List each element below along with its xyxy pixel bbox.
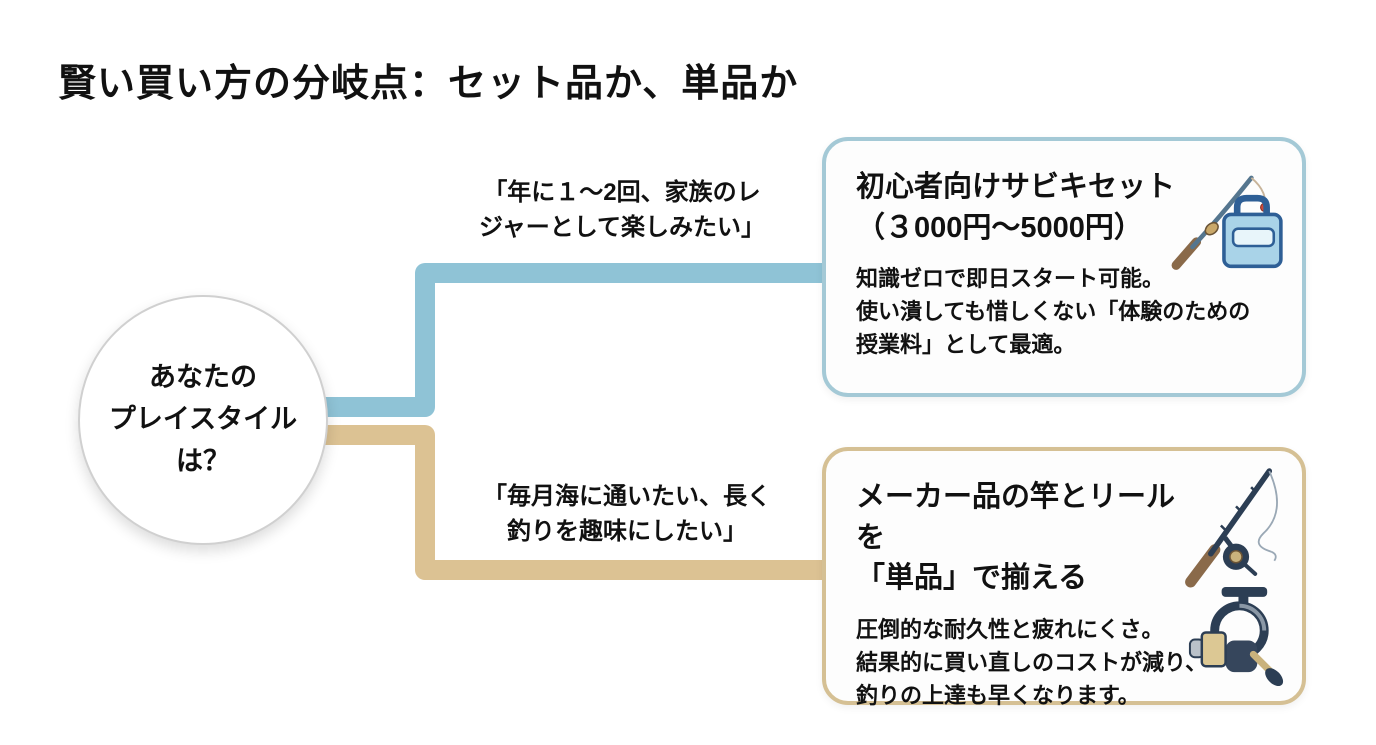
card-brand-tanpin-title: メーカー品の竿とリールを 「単品」で揃える bbox=[856, 481, 1176, 595]
card-beginner-set-title: 初心者向けサビキセット （３000円〜5000円） bbox=[856, 171, 1176, 244]
connector-top-branch bbox=[318, 263, 830, 417]
card-beginner-set-body: 知識ゼロで即日スタート可能。 使い潰しても惜しくない「体験のための 授業料」とし… bbox=[856, 266, 1251, 358]
card-beginner-set: 初心者向けサビキセット （３000円〜5000円） 知識ゼロで即日スタート可能。… bbox=[822, 137, 1306, 397]
decision-node-label: あなたの プレイスタイル は？ bbox=[108, 362, 298, 476]
connector-bottom-branch bbox=[318, 425, 830, 580]
card-brand-tanpin-body: 圧倒的な耐久性と疲れにくさ。 結果的に買い直しのコストが減り、 釣りの上達も早く… bbox=[856, 616, 1208, 708]
page-title: 賢い買い方の分岐点：セット品か、単品か bbox=[58, 63, 799, 105]
bottom-branch-condition-label: 「毎月海に通いたい、長く 釣りを趣味にしたい」 bbox=[483, 483, 771, 545]
spinning-reel-icon bbox=[1188, 586, 1284, 687]
card-brand-tanpin: メーカー品の竿とリールを 「単品」で揃える 圧倒的な耐久性と疲れにくさ。 結果的… bbox=[822, 447, 1306, 708]
fishing-rod-with-reel-icon bbox=[1185, 468, 1278, 588]
fishing-rod-and-bag-icon bbox=[1171, 175, 1283, 270]
top-branch-condition-label: 「年に１〜2回、家族のレ ジャーとして楽しみたい」 bbox=[478, 179, 766, 241]
decision-node: あなたの プレイスタイル は？ bbox=[78, 295, 328, 545]
